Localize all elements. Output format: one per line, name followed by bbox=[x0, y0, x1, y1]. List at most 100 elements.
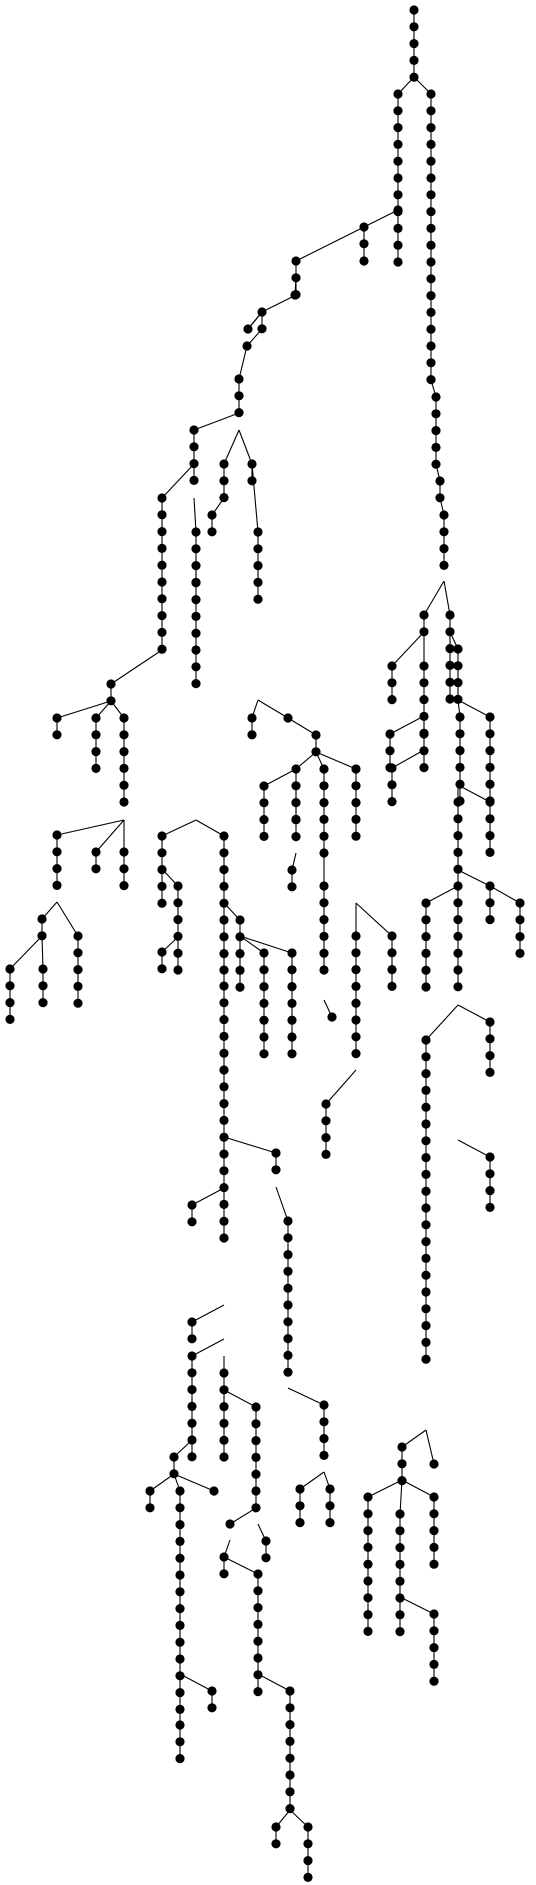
tree-node bbox=[453, 982, 463, 992]
tree-edge bbox=[391, 631, 425, 667]
tree-node bbox=[285, 1804, 295, 1814]
tree-node bbox=[219, 1065, 229, 1075]
tree-node bbox=[421, 1169, 431, 1179]
tree-node bbox=[187, 1217, 197, 1227]
tree-node bbox=[421, 1287, 431, 1297]
tree-edge bbox=[257, 699, 289, 719]
tree-node bbox=[119, 847, 129, 857]
tree-node bbox=[175, 1604, 185, 1614]
tree-node bbox=[287, 965, 297, 975]
tree-node bbox=[169, 1469, 179, 1479]
tree-node bbox=[291, 815, 301, 825]
tree-node bbox=[235, 915, 245, 925]
tree-node bbox=[387, 797, 397, 807]
tree-node bbox=[285, 1703, 295, 1713]
tree-node bbox=[311, 747, 321, 757]
tree-node bbox=[426, 190, 436, 200]
tree-node bbox=[397, 1476, 407, 1486]
tree-node bbox=[191, 645, 201, 655]
tree-node bbox=[426, 307, 436, 317]
tree-node bbox=[247, 713, 257, 723]
tree-edges bbox=[9, 10, 521, 1878]
tree-node bbox=[253, 527, 263, 537]
tree-node bbox=[219, 1031, 229, 1041]
tree-node bbox=[397, 1459, 407, 1469]
tree-node bbox=[431, 409, 441, 419]
tree-node bbox=[319, 1400, 329, 1410]
tree-node bbox=[453, 948, 463, 958]
tree-node bbox=[453, 915, 463, 925]
tree-node bbox=[426, 274, 436, 284]
tree-node bbox=[219, 1216, 229, 1226]
tree-node bbox=[485, 729, 495, 739]
tree-edge bbox=[223, 429, 240, 465]
tree-node bbox=[219, 998, 229, 1008]
tree-node bbox=[52, 847, 62, 857]
tree-node bbox=[219, 1368, 229, 1378]
tree-edge bbox=[401, 1479, 435, 1498]
tree-node bbox=[429, 1526, 439, 1536]
tree-edge bbox=[399, 1479, 403, 1515]
tree-node bbox=[393, 190, 403, 200]
tree-node bbox=[419, 711, 429, 722]
tree-node bbox=[219, 1132, 229, 1142]
tree-node bbox=[52, 730, 62, 740]
tree-node bbox=[259, 998, 269, 1009]
tree-node bbox=[52, 880, 62, 891]
tree-node bbox=[385, 746, 395, 756]
tree-node bbox=[393, 106, 403, 116]
tree-node bbox=[119, 763, 129, 774]
tree-edge bbox=[193, 497, 197, 533]
tree-node bbox=[429, 1643, 439, 1653]
tree-node bbox=[321, 1133, 331, 1143]
tree-node bbox=[419, 627, 429, 637]
tree-node bbox=[157, 527, 167, 537]
tree-node bbox=[431, 442, 441, 452]
tree-node bbox=[485, 1152, 495, 1162]
tree-node bbox=[259, 1049, 269, 1059]
tree-node bbox=[426, 291, 436, 301]
tree-node bbox=[187, 1385, 197, 1395]
tree-node bbox=[219, 1048, 229, 1058]
tree-node bbox=[187, 1351, 197, 1361]
tree-node bbox=[393, 123, 403, 133]
tree-node bbox=[485, 779, 495, 789]
tree-node bbox=[363, 1526, 373, 1536]
tree-node bbox=[261, 1553, 271, 1563]
tree-node bbox=[421, 898, 431, 908]
tree-node bbox=[453, 814, 463, 824]
tree-node bbox=[219, 1149, 229, 1159]
tree-node bbox=[325, 1518, 335, 1528]
tree-node bbox=[187, 1334, 197, 1344]
tree-node bbox=[435, 476, 445, 486]
tree-node bbox=[485, 1202, 495, 1212]
tree-node bbox=[303, 1872, 313, 1882]
tree-node bbox=[219, 1402, 229, 1412]
tree-node bbox=[363, 1626, 373, 1636]
tree-node bbox=[253, 1603, 263, 1613]
tree-node bbox=[431, 392, 441, 402]
tree-node bbox=[515, 948, 525, 959]
tree-node bbox=[253, 1619, 263, 1629]
tree-node bbox=[426, 375, 436, 385]
tree-node bbox=[234, 391, 244, 401]
tree-node bbox=[351, 1049, 361, 1059]
tree-node bbox=[283, 1266, 293, 1276]
tree-node bbox=[290, 290, 300, 300]
tree-node bbox=[359, 256, 369, 266]
tree-edge bbox=[261, 294, 297, 313]
tree-node bbox=[235, 949, 245, 959]
tree-node bbox=[253, 561, 263, 571]
tree-node bbox=[175, 1486, 185, 1496]
tree-node bbox=[187, 1435, 197, 1445]
tree-node bbox=[38, 998, 48, 1008]
tree-node bbox=[439, 527, 449, 537]
tree-node bbox=[283, 1334, 293, 1344]
tree-node bbox=[291, 798, 301, 808]
tree-node bbox=[157, 964, 167, 974]
tree-node bbox=[395, 1593, 405, 1603]
tree-node bbox=[419, 610, 429, 620]
tree-node bbox=[73, 965, 83, 975]
tree-node bbox=[247, 730, 257, 740]
tree-node bbox=[175, 1570, 185, 1580]
